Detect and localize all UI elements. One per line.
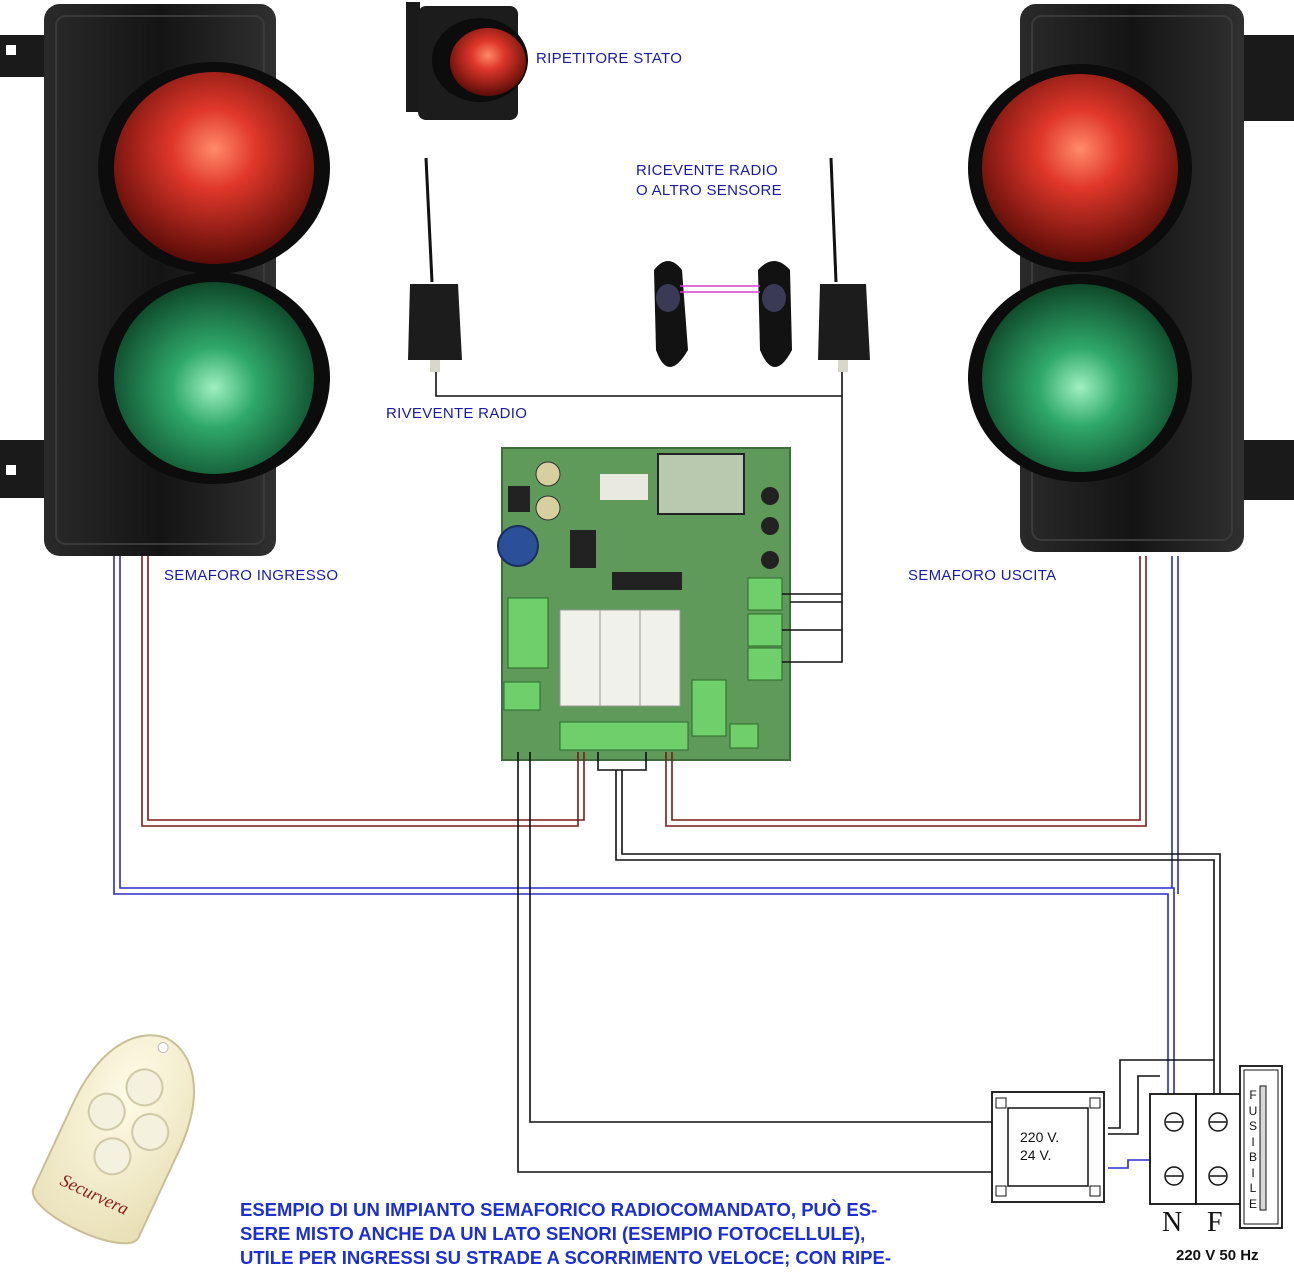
radio-receiver-right xyxy=(818,157,870,372)
remote-button xyxy=(125,1068,164,1107)
fuse-letter: U xyxy=(1248,1103,1258,1118)
lcd-display xyxy=(657,453,745,515)
transformer-secondary: 24 V. xyxy=(1020,1147,1052,1163)
relay xyxy=(559,609,601,707)
exit-light-label: SEMAFORO USCITA xyxy=(908,567,1057,584)
fuse-letter: E xyxy=(1248,1196,1257,1211)
fuse-letter: L xyxy=(1249,1181,1257,1195)
neutral-terminal-label: N xyxy=(1162,1207,1183,1238)
terminal-block xyxy=(559,721,689,751)
wiring xyxy=(113,372,1221,1173)
entry-light-label: SEMAFORO INGRESSO xyxy=(164,567,339,584)
remote-button xyxy=(131,1113,170,1152)
terminal-block xyxy=(747,647,783,681)
terminal-block xyxy=(747,613,783,647)
mains-terminals xyxy=(1149,1093,1243,1205)
transformer-rating: 220 V. 24 V. xyxy=(1020,1128,1059,1164)
board-button xyxy=(761,551,779,569)
red-lamp xyxy=(114,72,314,264)
radio-receiver-label: RIVEVENTE RADIO xyxy=(386,405,528,422)
control-board xyxy=(497,447,791,761)
fuse-box xyxy=(1239,1065,1283,1229)
green-lamp xyxy=(982,284,1178,472)
fuse-letter: S xyxy=(1248,1119,1257,1133)
phase-terminal-label: F xyxy=(1207,1207,1223,1238)
remote-control: Securvera xyxy=(32,1034,195,1245)
red-lamp xyxy=(982,74,1178,262)
photocell-pair xyxy=(654,261,792,367)
remote-button xyxy=(93,1137,132,1176)
transformer-primary: 220 V. xyxy=(1020,1129,1060,1145)
mains-supply-label: 220 V 50 Hz xyxy=(1176,1247,1259,1264)
receiver-sensor-label-line1: RICEVENTE RADIO xyxy=(636,162,779,179)
fuse-letter: I xyxy=(1251,1165,1255,1180)
caption-line: UTILE PER INGRESSI SU STRADE A SCORRIMEN… xyxy=(240,1247,891,1268)
fuse-letter: F xyxy=(1249,1088,1257,1102)
relay xyxy=(639,609,681,707)
status-repeater xyxy=(406,2,528,120)
fuse-letter: B xyxy=(1248,1150,1257,1164)
fuse-holder xyxy=(507,597,549,669)
board-button xyxy=(761,517,779,535)
fuse-letter: I xyxy=(1251,1134,1255,1149)
board-button xyxy=(761,487,779,505)
fuse-label: F U S I B I L E xyxy=(1246,1088,1260,1212)
green-lamp xyxy=(114,282,314,474)
caption-line: SERE MISTO ANCHE DA UN LATO SENORI (ESEM… xyxy=(240,1223,866,1244)
receiver-sensor-label-line2: O ALTRO SENSORE xyxy=(636,182,782,199)
repeater-label: RIPETITORE STATO xyxy=(536,50,683,67)
terminal-block xyxy=(747,577,783,611)
fuse-holder xyxy=(691,679,727,737)
entry-traffic-light xyxy=(0,4,330,556)
exit-traffic-light xyxy=(968,4,1294,552)
transformer xyxy=(991,1091,1105,1203)
radio-receiver-left xyxy=(408,157,462,372)
caption-text: ESEMPIO DI UN IMPIANTO SEMAFORICO RADIOC… xyxy=(240,1198,1000,1270)
relay xyxy=(599,609,641,707)
terminal-block xyxy=(503,681,541,711)
remote-button xyxy=(87,1092,126,1131)
caption-line: ESEMPIO DI UN IMPIANTO SEMAFORICO RADIOC… xyxy=(240,1199,878,1220)
